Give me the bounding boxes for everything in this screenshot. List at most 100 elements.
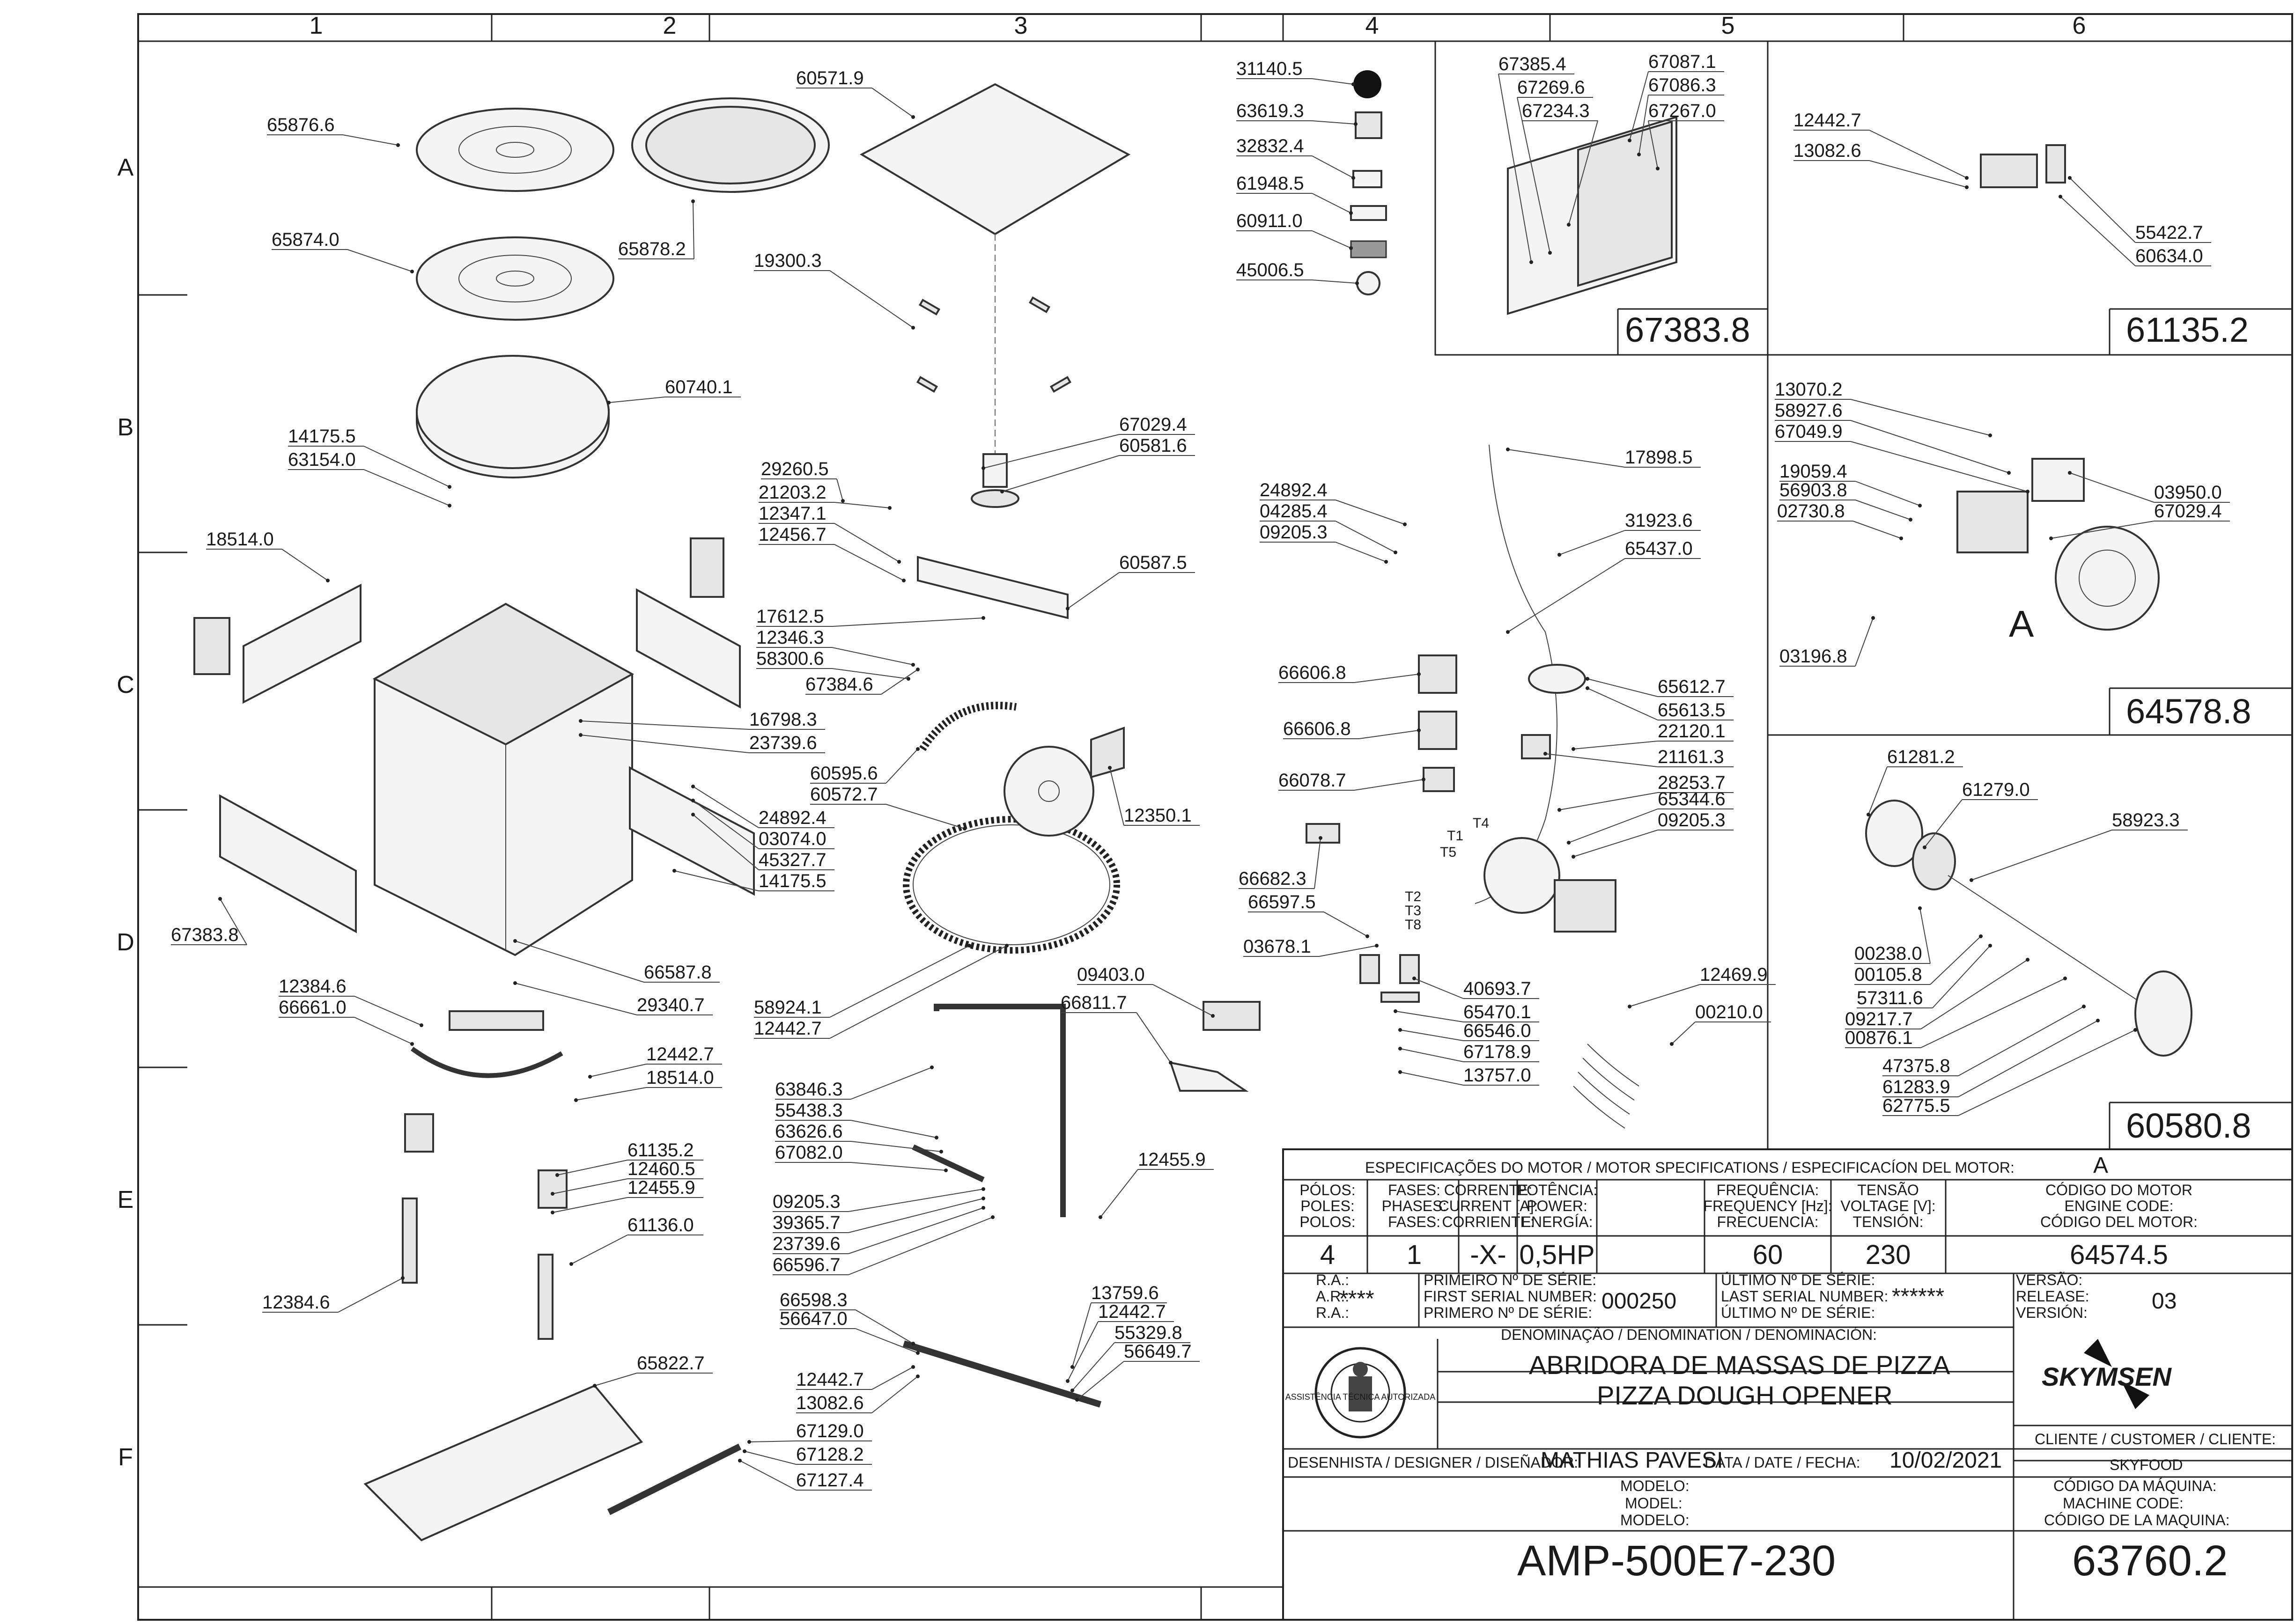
part-callout: 40693.7 — [1412, 977, 1539, 999]
leader-line — [1400, 1072, 1464, 1086]
part-callout: 66606.8 — [1278, 662, 1421, 683]
part-number: 61135.2 — [627, 1140, 694, 1161]
part-number: 55422.7 — [2135, 222, 2203, 243]
model-label: MODELO: — [1620, 1477, 1690, 1494]
part-callout: 60571.9 — [796, 68, 915, 119]
part-number: 66597.5 — [1248, 892, 1316, 912]
part-callout: 32832.4 — [1236, 136, 1355, 180]
part-number: 04285.4 — [1260, 501, 1328, 522]
part-callout: 09205.3 — [1572, 810, 1734, 859]
part-callout: 66606.8 — [1283, 719, 1421, 739]
part-callout: 12346.3 — [756, 627, 915, 667]
leader-line — [281, 549, 328, 581]
leader-line — [836, 478, 843, 501]
leader-line — [2069, 472, 2155, 503]
leader-line — [1400, 1048, 1464, 1062]
part-callout: 16798.3 — [579, 709, 825, 730]
motor-spec-heading: FASES: — [1388, 1213, 1440, 1230]
leader-line — [693, 800, 759, 849]
part-number: 61281.2 — [1887, 747, 1955, 767]
machine-code-label: MACHINE CODE: — [2063, 1495, 2184, 1512]
leader-line — [886, 749, 918, 784]
part-number: 60572.7 — [810, 784, 878, 805]
part-callout: 09403.0 — [1077, 964, 1215, 1018]
part-number: 66606.8 — [1278, 662, 1346, 683]
part-number: 65470.1 — [1463, 1002, 1531, 1022]
leader-line — [363, 469, 450, 506]
leader-line — [1855, 617, 1874, 667]
leader-line — [1314, 838, 1321, 889]
part-number: 65613.5 — [1658, 700, 1726, 720]
leader-line — [1312, 230, 1351, 249]
row-f: F — [118, 1444, 133, 1471]
leader-line — [850, 1141, 942, 1152]
leader-line — [832, 647, 914, 665]
leader-line — [594, 1373, 637, 1386]
part-callout: 09217.7 — [1845, 958, 2029, 1029]
part-callout: 29260.5 — [761, 459, 845, 503]
part-callout: 22120.1 — [1572, 721, 1734, 751]
leader-line — [1358, 730, 1419, 739]
leader-line — [1971, 830, 2112, 881]
leader-line — [834, 502, 890, 508]
motor-spec-heading: FASES: — [1388, 1182, 1440, 1198]
part-callout: 66661.0 — [279, 997, 414, 1046]
part-callout: 12455.9 — [551, 1177, 703, 1214]
leader-line — [1323, 911, 1368, 937]
part-number: 23739.6 — [749, 733, 817, 753]
part-number: 67087.1 — [1648, 51, 1716, 72]
leader-line — [848, 1217, 993, 1275]
support-bracket — [917, 556, 1069, 619]
part-number: 62775.5 — [1882, 1095, 1950, 1116]
motor-spec-heading: VOLTAGE [V]: — [1840, 1198, 1935, 1214]
part-callout: 19300.3 — [754, 250, 915, 330]
part-callout: 63619.3 — [1236, 101, 1358, 126]
part-number: 56649.7 — [1124, 1341, 1192, 1362]
part-number: 13757.0 — [1463, 1065, 1531, 1086]
part-number: 65874.0 — [272, 229, 339, 250]
part-number: 55329.8 — [1114, 1323, 1182, 1343]
version-label: VERSÃO: — [2016, 1271, 2082, 1288]
leader-line — [855, 1309, 914, 1344]
brand-name: SKYMSEN — [2042, 1362, 2172, 1391]
part-number: 57311.6 — [1857, 988, 1923, 1008]
leader-line — [338, 1278, 403, 1313]
disc-ring — [631, 97, 830, 193]
part-callout: 65876.6 — [267, 115, 400, 147]
leader-line — [347, 249, 413, 272]
part-number: 45327.7 — [759, 850, 826, 870]
leader-line — [1868, 766, 1888, 815]
motor-spec-heading: CURRENT [A]: — [1439, 1198, 1538, 1214]
part-number: 67128.2 — [796, 1444, 864, 1465]
part-number: 58927.6 — [1775, 400, 1843, 421]
part-callout: 67127.4 — [738, 1459, 872, 1491]
mount-brackets — [402, 1113, 568, 1340]
motor-spec-heading: ENERGÍA: — [1521, 1213, 1593, 1230]
leader-line — [1638, 95, 1649, 155]
part-callout: 13082.6 — [1793, 140, 1969, 189]
leader-line — [886, 804, 965, 829]
part-callout: 12350.1 — [1108, 766, 1200, 826]
part-number: 63154.0 — [288, 449, 356, 470]
leader-line — [1869, 160, 1967, 188]
part-callout: 09205.3 — [773, 1187, 985, 1212]
designer-value: MATHIAS PAVESI — [1541, 1448, 1723, 1473]
part-number: 14175.5 — [288, 426, 356, 447]
part-number: 29260.5 — [761, 459, 829, 479]
disc-lower — [416, 236, 614, 321]
motor-spec-heading: CÓDIGO DEL MOTOR: — [2040, 1213, 2198, 1230]
part-number: 28253.7 — [1658, 772, 1726, 793]
leader-line — [1573, 741, 1658, 750]
door-detail — [1507, 116, 1677, 315]
part-number: 58924.1 — [754, 997, 822, 1018]
part-callout: 61279.0 — [1923, 779, 2038, 849]
part-callout: 00210.0 — [1670, 1002, 1771, 1046]
part-number: 63846.3 — [775, 1079, 843, 1100]
part-number: 12384.6 — [279, 976, 347, 997]
part-number: 60911.0 — [1236, 211, 1303, 231]
wire-labels: T1 T2 T3 T4 T5 T8 — [1405, 816, 1489, 933]
top-sheet — [859, 83, 1131, 235]
spacer-bars — [916, 296, 1072, 393]
part-callouts: 65876.665878.265874.060571.919300.360740… — [171, 51, 2230, 1491]
part-number: 67029.4 — [2154, 501, 2222, 522]
